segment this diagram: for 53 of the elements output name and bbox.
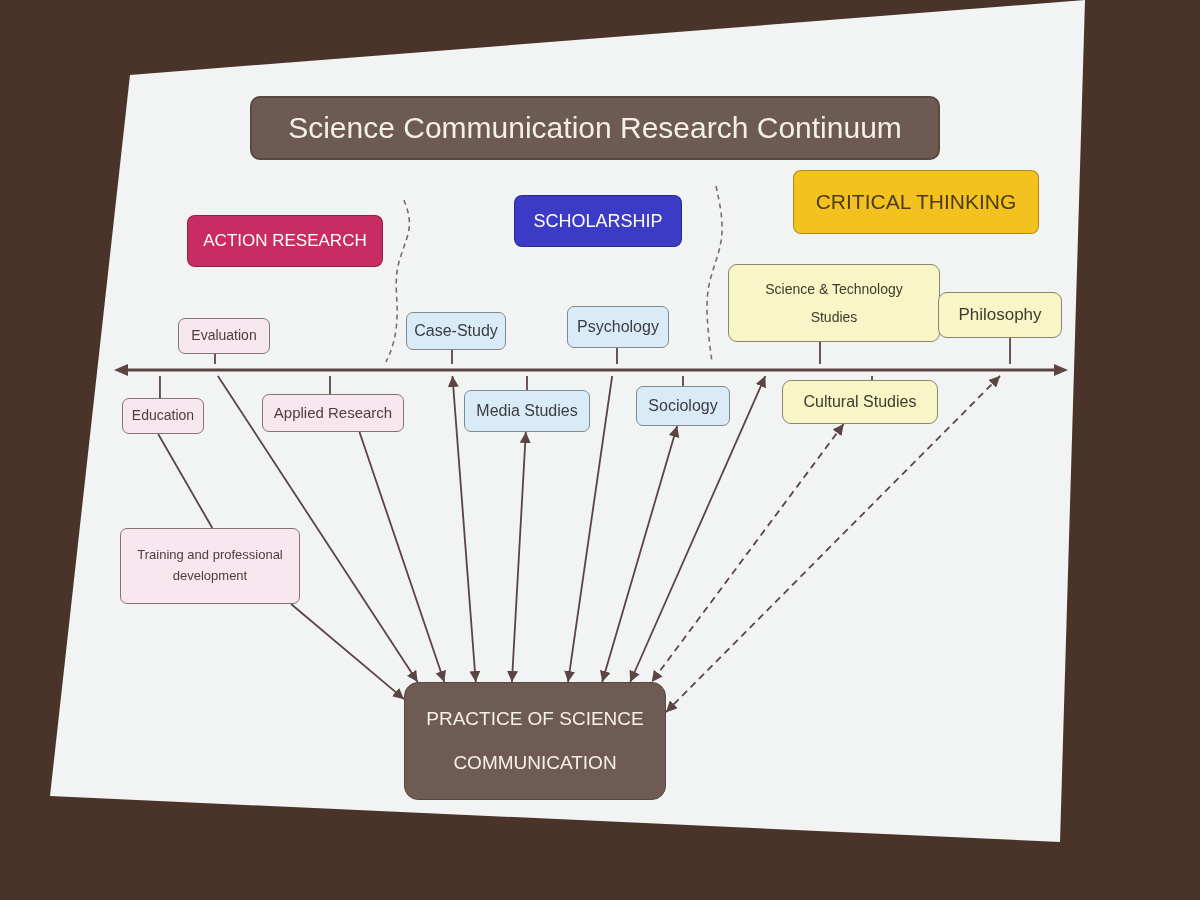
double-headed-arrow [507, 431, 531, 683]
topic-label: Case-Study [414, 321, 498, 341]
continuum-axis [114, 364, 1068, 376]
topic-label: Education [131, 407, 195, 425]
arrow [217, 375, 419, 683]
topic-label: Training and professional development [136, 546, 284, 585]
connector-line [214, 353, 216, 365]
topic-label: Psychology [577, 317, 659, 337]
connector-line [451, 349, 453, 365]
topic-box [406, 312, 506, 350]
topic-box [567, 306, 669, 348]
connector-line [159, 375, 161, 399]
topic-box [120, 528, 300, 604]
connector-line [329, 375, 331, 395]
topic-box [178, 318, 270, 354]
topic-label: Sociology [648, 396, 718, 416]
topic-label: Media Studies [476, 401, 578, 421]
topic-label: Philosophy [958, 304, 1042, 326]
topic-label: Cultural Studies [803, 392, 917, 412]
topic-box [728, 264, 940, 342]
double-headed-arrow [447, 375, 481, 683]
topic-box [636, 386, 730, 426]
category-title: CRITICAL THINKING [815, 188, 1017, 215]
category-title: SCHOLARSHIP [533, 209, 663, 233]
category-banner [793, 170, 1039, 234]
arrow [290, 603, 405, 701]
topic-box [938, 292, 1062, 338]
dashed-double-headed-arrow [650, 423, 845, 683]
connector-line [616, 347, 618, 365]
connector-line [871, 375, 873, 381]
practice-box [404, 682, 666, 800]
category-banner [514, 195, 682, 247]
category-title: ACTION RESEARCH [203, 230, 367, 252]
topic-label: Applied Research [273, 403, 393, 423]
arrow [358, 431, 446, 683]
topic-label: Evaluation [191, 327, 257, 345]
topic-box [782, 380, 938, 424]
topic-box [464, 390, 590, 432]
connector-line [1009, 337, 1011, 365]
connector-line [157, 433, 214, 529]
connector-line [682, 375, 684, 387]
arrow [564, 375, 614, 683]
topic-label: Science & Technology Studies [764, 280, 904, 327]
connector-line [526, 375, 528, 391]
practice-label: PRACTICE OF SCIENCE COMMUNICATION [425, 707, 645, 775]
double-headed-arrow [600, 425, 680, 683]
connector-line [819, 341, 821, 365]
topic-box [122, 398, 204, 434]
category-banner [187, 215, 383, 267]
dashed-double-headed-arrow [665, 375, 1001, 714]
topic-box [262, 394, 404, 432]
double-headed-arrow [629, 375, 767, 683]
diagram-title: Science Communication Research Continuum [250, 96, 940, 160]
